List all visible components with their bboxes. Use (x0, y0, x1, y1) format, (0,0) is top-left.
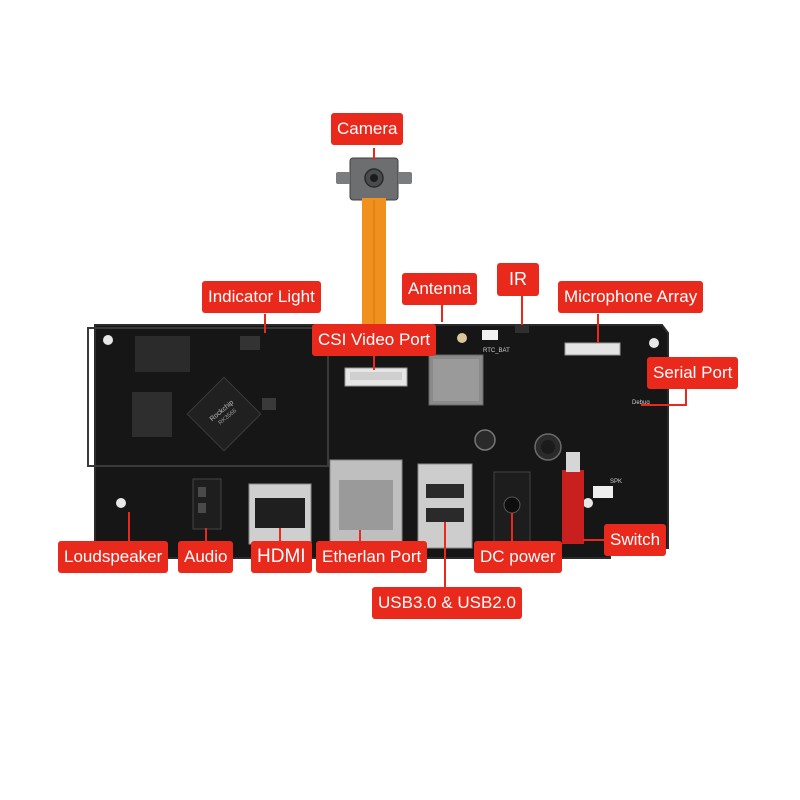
loudspeaker-callout: Loudspeaker (58, 541, 169, 573)
pcb-board: Rockchip RK3566 RTC_BAT Debug (87, 324, 669, 559)
rtc-bat-text: RTC_BAT (483, 348, 510, 354)
serial-leader (641, 389, 687, 406)
ir-callout: IR (497, 263, 539, 296)
antenna-callout: Antenna (402, 273, 478, 305)
csi-video-port-callout: CSI Video Port (312, 324, 437, 356)
camera-module (336, 157, 412, 201)
switch-callout: Switch (604, 524, 667, 556)
hdmi-callout: HDMI (251, 541, 312, 573)
indicator-light-callout: Indicator Light (202, 281, 321, 313)
usb-callout: USB3.0 & USB2.0 (372, 587, 522, 619)
etherlan-port-callout: Etherlan Port (316, 541, 428, 573)
spk-text: SPK (610, 479, 622, 485)
leader-lines (128, 148, 687, 587)
debug-text: Debug (632, 400, 650, 406)
dc-power-callout: DC power (474, 541, 562, 573)
microphone-array-callout: Microphone Array (558, 281, 704, 313)
camera-callout: Camera (331, 113, 404, 145)
serial-port-callout: Serial Port (647, 357, 739, 389)
audio-callout: Audio (178, 541, 234, 573)
